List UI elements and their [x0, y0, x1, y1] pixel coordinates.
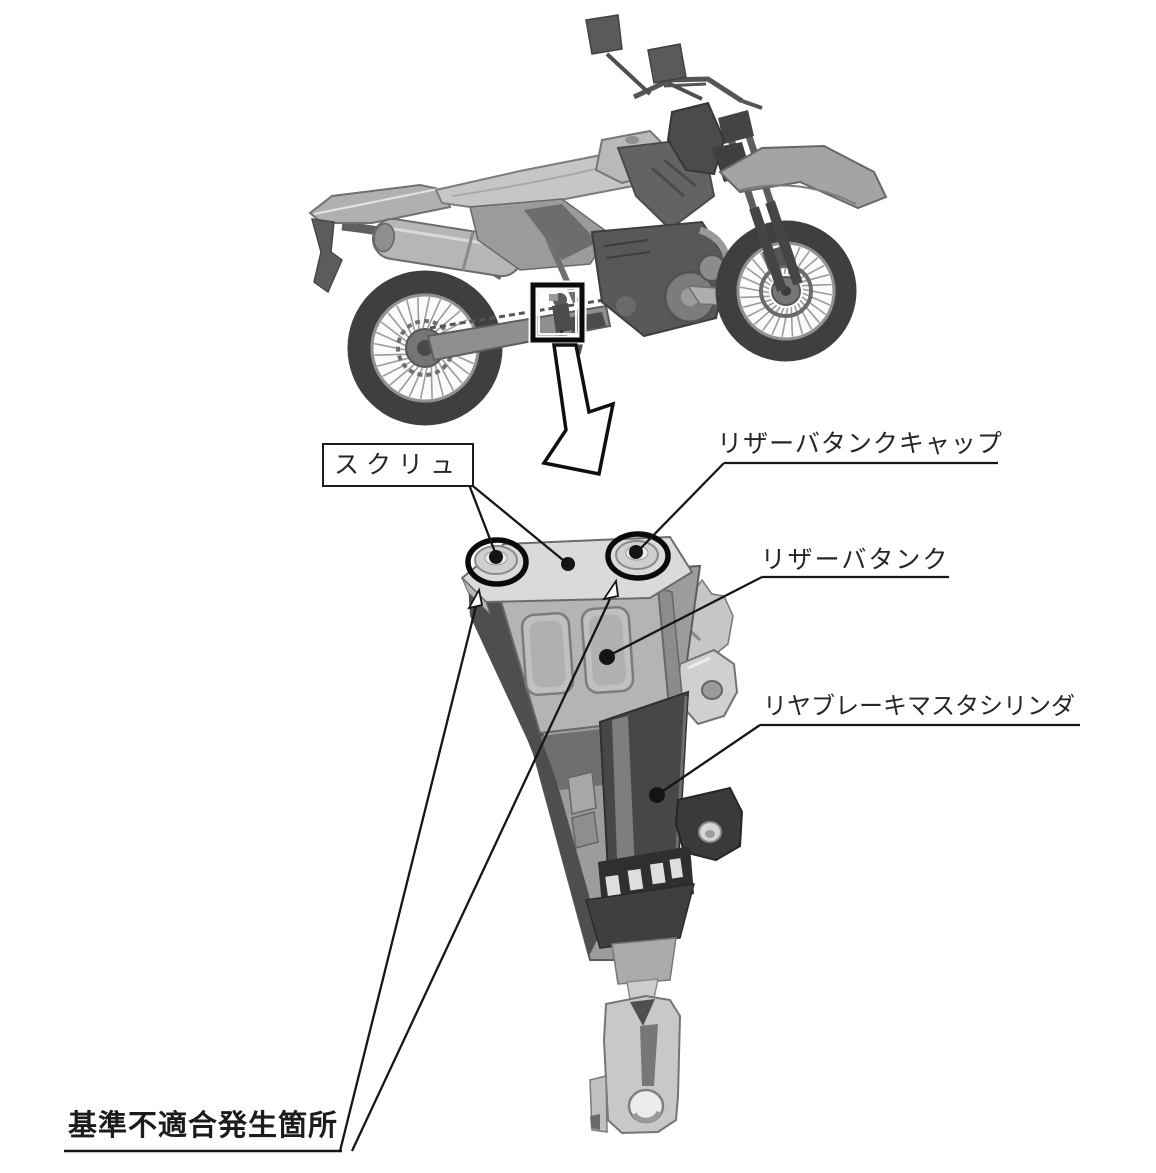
tail-section	[308, 183, 452, 294]
rear-signal-bracket	[310, 218, 343, 294]
motorcycle-illustration	[308, 14, 888, 426]
label-defect-location: 基準不適合発生箇所	[67, 1110, 338, 1142]
leader-arrowheads	[467, 578, 620, 610]
label-reservoir-tank: リザーバタンク	[760, 546, 950, 574]
handlebar	[632, 76, 763, 110]
leader-dots	[599, 649, 665, 803]
mirror-right	[647, 43, 703, 101]
side-panel	[469, 198, 612, 271]
callout-box	[528, 280, 587, 345]
master-cylinder-in-situ	[549, 293, 572, 341]
annotation-circles	[465, 531, 671, 587]
lower-mounting-lug	[674, 786, 744, 862]
label-screw: スクリュ	[322, 443, 474, 487]
zoom-arrow-icon	[541, 343, 616, 477]
label-rear-brake-master-cylinder: リヤブレーキマスタシリンダ	[763, 693, 1075, 720]
pushrod-clevis	[589, 994, 682, 1135]
master-cylinder-illustration	[460, 535, 744, 1135]
reservoir-tank-body	[498, 586, 685, 735]
leader-lines	[64, 461, 1080, 1153]
mirror-left	[585, 14, 652, 96]
engine	[566, 220, 751, 355]
front-fender	[718, 144, 888, 210]
label-reservoir-tank-cap: リザーバタンクキャップ	[717, 430, 1003, 458]
screw-left	[474, 545, 518, 575]
upper-mounting-lug	[676, 648, 739, 726]
plate-center-hole	[561, 557, 575, 571]
cylinder-lower-body	[585, 846, 696, 1000]
screw-right	[615, 540, 659, 570]
